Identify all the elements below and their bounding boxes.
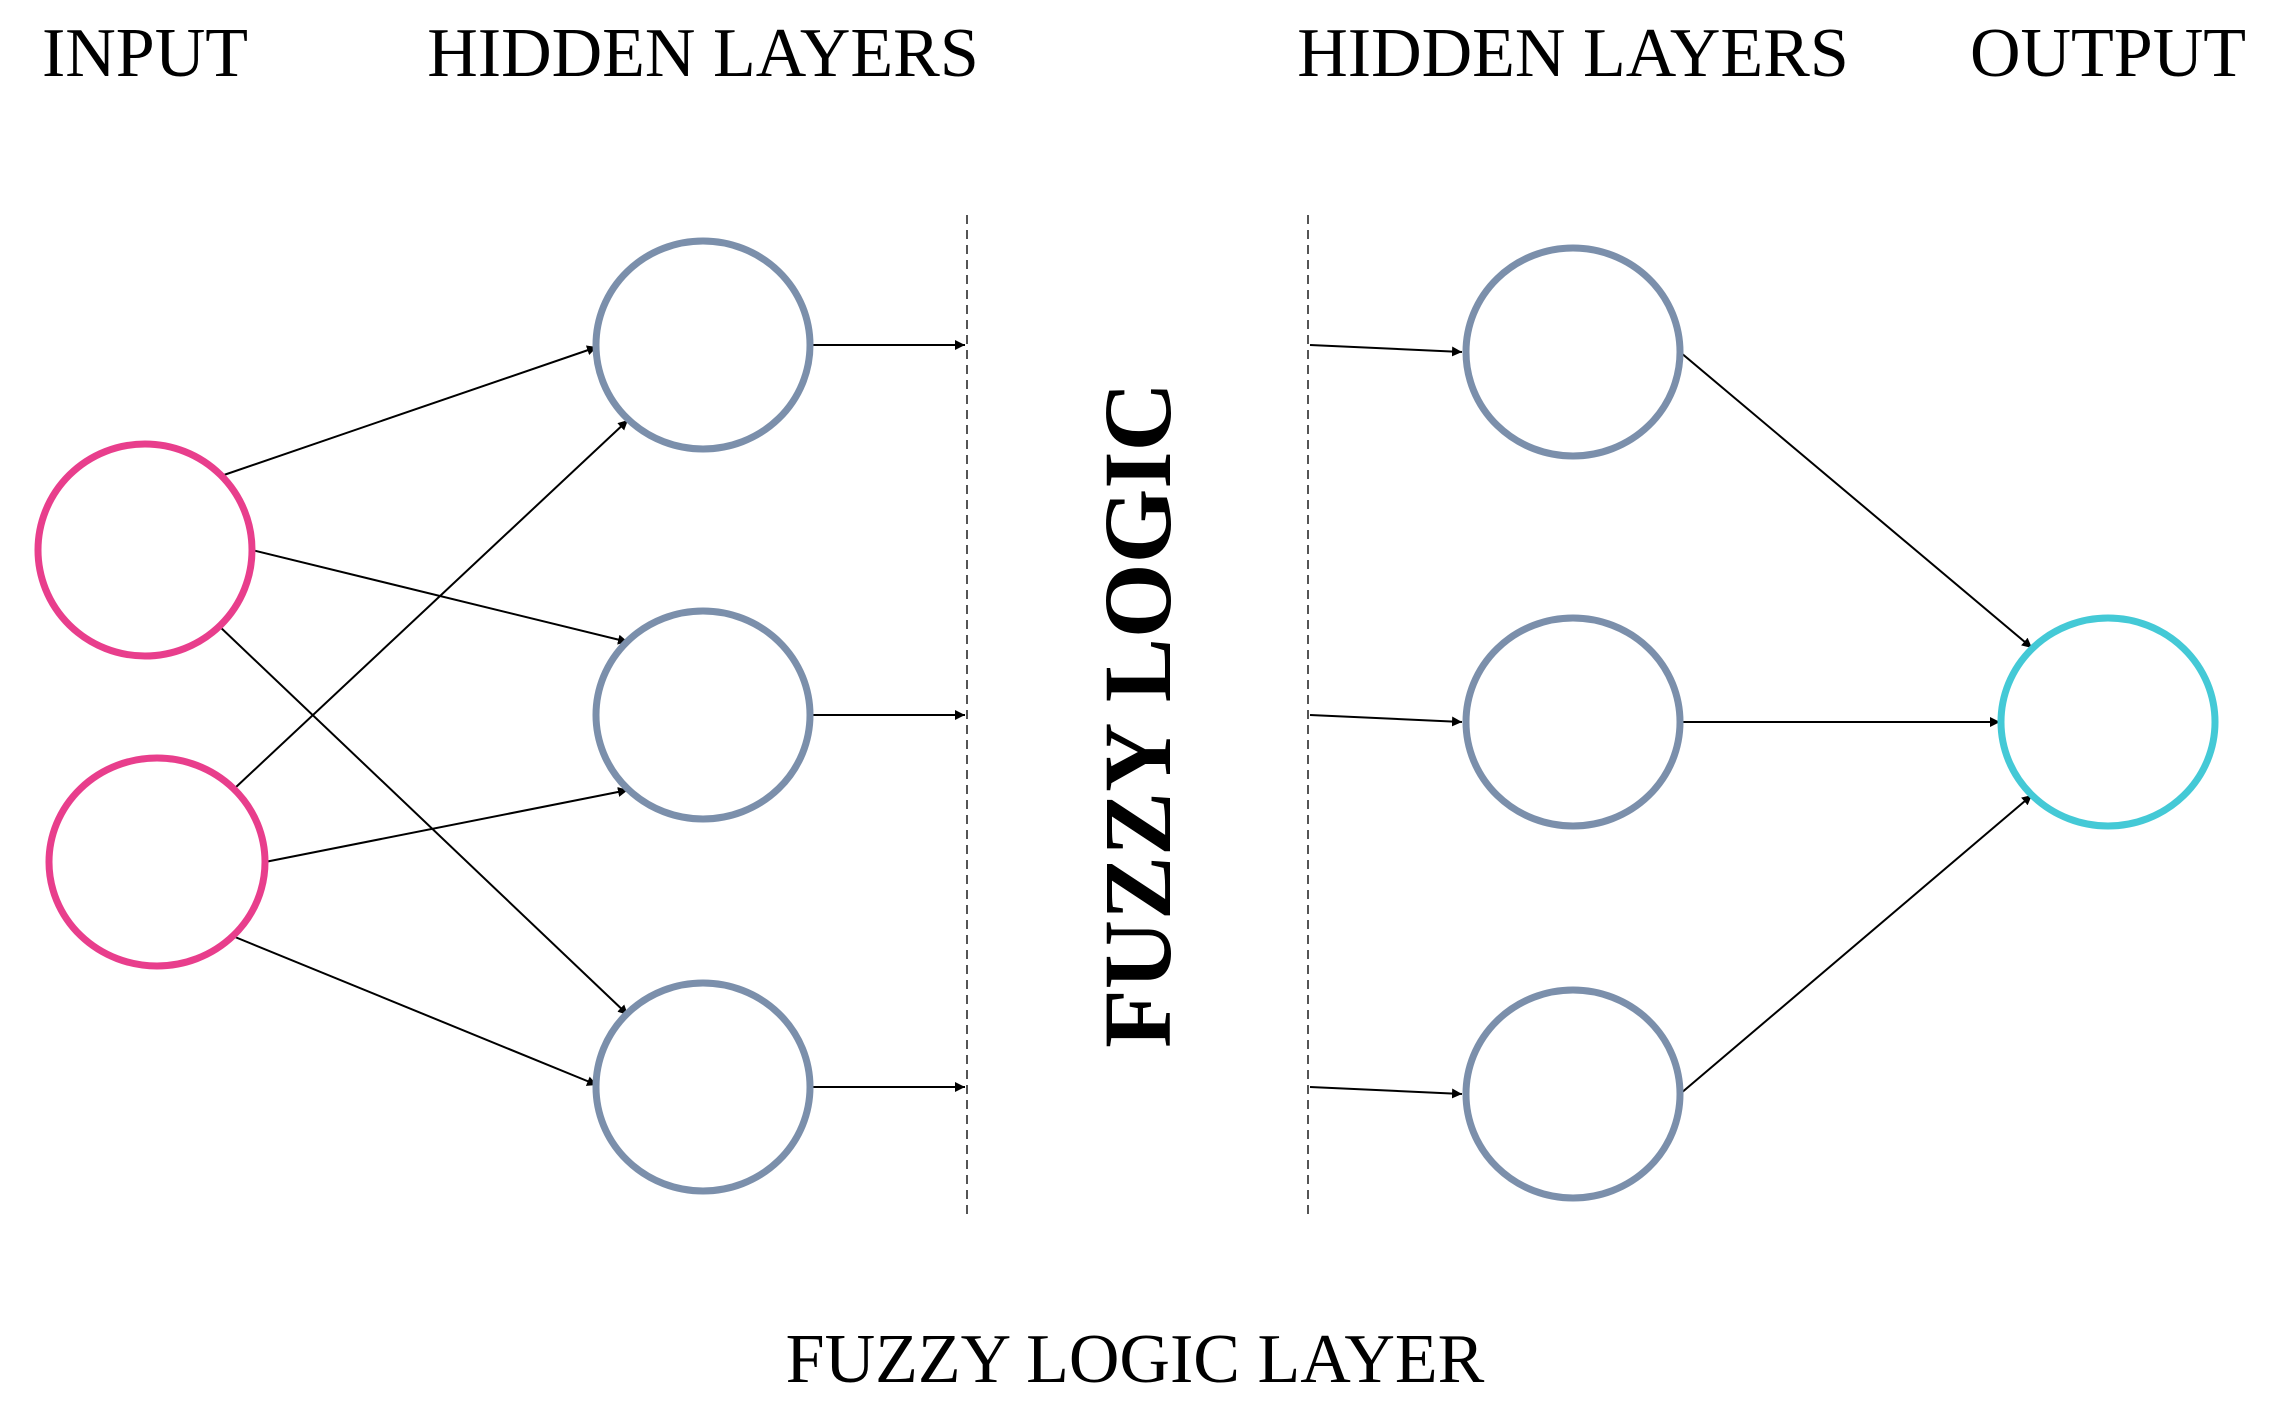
- edge-r3-out: [1679, 794, 2033, 1095]
- hidden-to-output-edges: [1679, 351, 2033, 1095]
- output-node: [1997, 614, 2219, 830]
- input-node-1: [34, 440, 256, 660]
- edge-fuzzy-r2: [1309, 714, 1463, 727]
- input-node-2: [45, 754, 269, 970]
- edge-in2-h3: [234, 936, 598, 1086]
- hidden-to-fuzzy-edges: [810, 340, 965, 1092]
- edge-r1-out: [1679, 351, 2033, 649]
- fuzzy-to-hidden-edges: [1309, 344, 1463, 1099]
- input-to-hidden-edges: [217, 345, 629, 1086]
- fuzzy-logic-layer-label: FUZZY LOGIC LAYER: [786, 1321, 1485, 1398]
- edge-in1-h1: [217, 345, 598, 478]
- input-header: INPUT: [42, 15, 248, 92]
- hidden-layers-left-header: HIDDEN LAYERS: [427, 15, 979, 92]
- hidden-right-node-1: [1462, 244, 1684, 460]
- edge-in2-h1: [234, 419, 629, 789]
- hidden-right-node-3: [1462, 986, 1684, 1202]
- hidden-left-node-2: [592, 607, 814, 823]
- hidden-left-node-1: [592, 237, 814, 453]
- hidden-layer-left: [592, 237, 814, 1195]
- fuzzy-logic-label: FUZZY LOGIC: [1084, 382, 1191, 1048]
- edge-fuzzy-r3: [1309, 1086, 1463, 1099]
- hidden-layer-right: [1462, 244, 1684, 1202]
- edge-in1-h3: [217, 624, 629, 1016]
- hidden-left-node-3: [592, 979, 814, 1195]
- input-layer: [34, 440, 269, 970]
- hidden-layers-right-header: HIDDEN LAYERS: [1297, 15, 1849, 92]
- edge-in2-h2: [264, 787, 629, 863]
- output-header: OUTPUT: [1970, 15, 2246, 92]
- hidden-right-node-2: [1462, 614, 1684, 830]
- edge-fuzzy-r1: [1309, 344, 1463, 357]
